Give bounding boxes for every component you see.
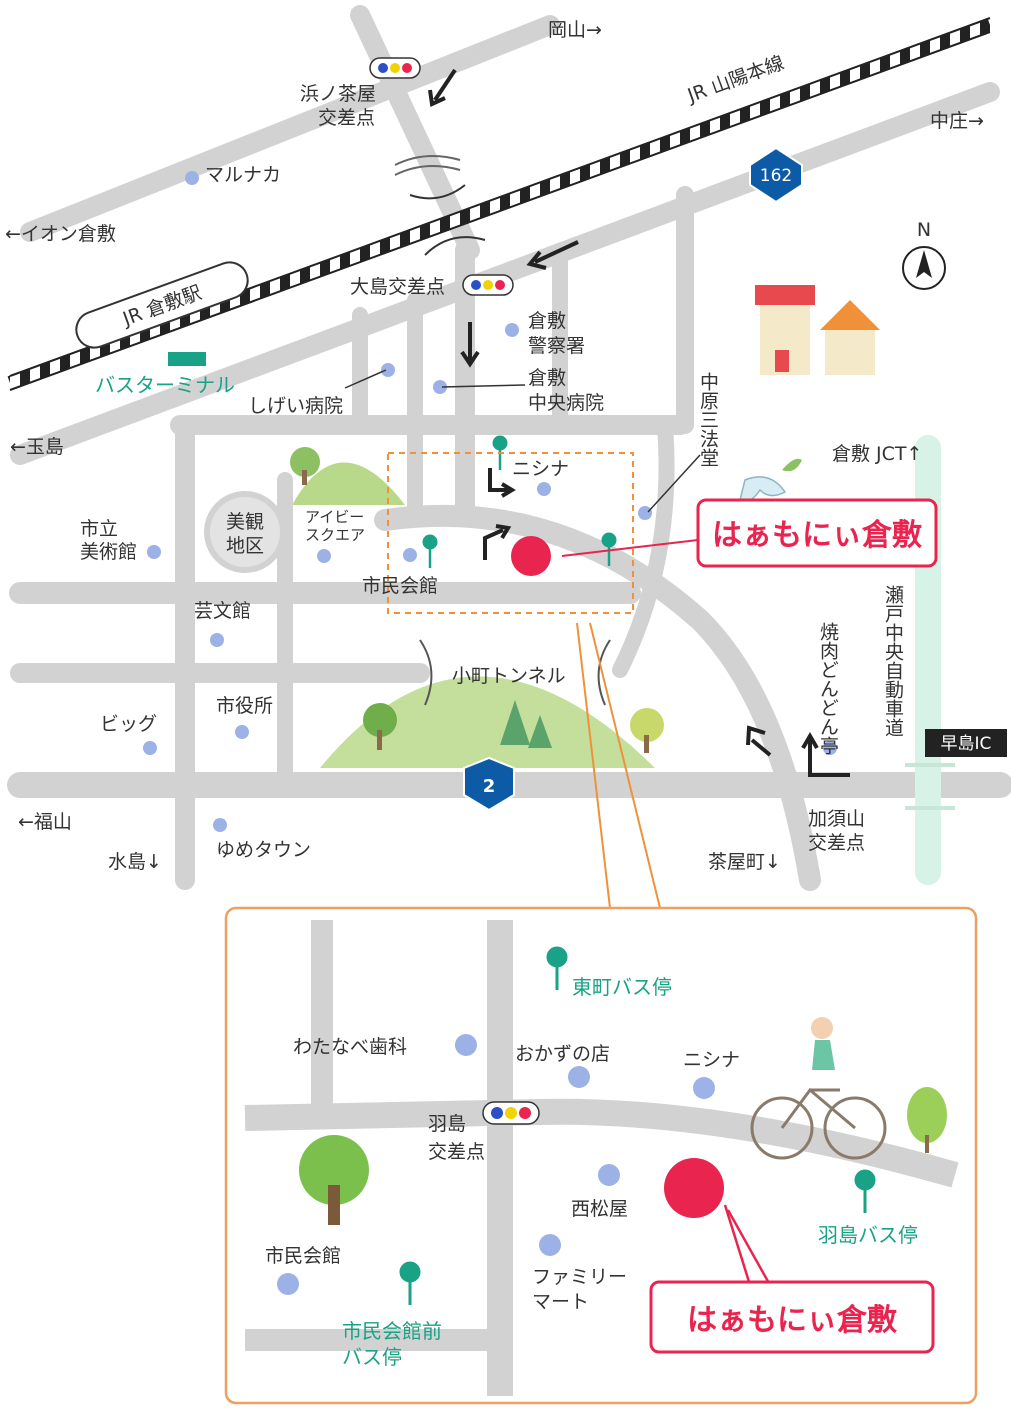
- shimin-kaikan-label: 市民会館: [362, 575, 438, 597]
- police-label-2: 警察署: [528, 335, 585, 357]
- hospital-label-2: 中央病院: [528, 392, 604, 414]
- youme-town-label: ゆめタウン: [216, 839, 311, 861]
- watanabe-dental-label: わたなべ歯科: [293, 1036, 407, 1058]
- ivy-square-label-2: スクエア: [305, 526, 365, 544]
- tree-icon: [299, 1135, 369, 1225]
- big-label: ビッグ: [100, 713, 157, 735]
- familymart-label: ファミリー: [532, 1266, 627, 1288]
- route-162-badge: 162: [749, 146, 803, 204]
- police-label: 倉敷: [528, 310, 566, 332]
- tree-icon: [630, 708, 664, 753]
- komachi-tunnel-label: 小町トンネル: [452, 665, 566, 687]
- hospital-label: 倉敷: [528, 367, 566, 389]
- museum-label: 市立: [80, 518, 118, 540]
- direction-nakasho: 中庄→: [930, 110, 984, 132]
- direction-fukuyama: ←福山: [18, 811, 72, 833]
- okazu-label: おかずの店: [515, 1043, 610, 1065]
- nishimatsuya-label: 西松屋: [571, 1198, 628, 1220]
- nakahara-sanpodo-label: 中原三法堂: [697, 372, 719, 467]
- dove-icon: [739, 458, 802, 502]
- kasuyama-label-2: 交差点: [808, 832, 865, 854]
- inset-shimin-kaikan-label: 市民会館: [265, 1245, 341, 1267]
- traffic-signal-icon: [462, 274, 514, 296]
- higashimachi-bus-label: 東町バス停: [572, 975, 672, 999]
- hamanochaya-label-2: 交差点: [318, 107, 375, 129]
- ivy-square-label: アイビー: [305, 508, 364, 526]
- route-2-label: 2: [483, 776, 496, 797]
- zoom-area-box: [387, 452, 634, 614]
- traffic-signal-icon: [482, 1101, 540, 1125]
- tree-icon: [290, 447, 320, 485]
- direction-mizushima: 水島↓: [108, 851, 162, 873]
- destination-callout: [696, 498, 938, 568]
- direction-okayama: 岡山→: [548, 19, 602, 41]
- traffic-signal-icon: [369, 57, 421, 79]
- tree-icon: [907, 1087, 947, 1153]
- hashima-bus-label: 羽島バス停: [818, 1223, 918, 1247]
- bikan-label: 美観: [226, 511, 264, 533]
- house-icon: [820, 300, 880, 375]
- bikan-district-circle: [204, 491, 286, 573]
- museum-label-2: 美術館: [80, 541, 137, 563]
- oshima-crossing-label: 大島交差点: [350, 276, 445, 298]
- direction-tamashima: ←玉島: [10, 436, 64, 458]
- bus-terminal-label: バスターミナル: [95, 373, 235, 397]
- inset-nishina-label: ニシナ: [683, 1049, 740, 1071]
- hayashima-ic-label: 早島IC: [941, 734, 992, 754]
- bus-stop-pin-icon: [399, 946, 876, 1305]
- hill-lower: [320, 676, 655, 768]
- hamanochaya-label: 浜ノ茶屋: [300, 83, 376, 105]
- tree-icon: [500, 700, 552, 748]
- hayashima-ic-badge: [925, 729, 1007, 757]
- inset-poi-dots: [277, 1034, 715, 1295]
- shimin-bus-label-2: バス停: [342, 1345, 402, 1369]
- kasuyama-label: 加須山: [808, 808, 865, 830]
- inset-roads: [244, 920, 959, 1396]
- destination-callout: [649, 1280, 935, 1354]
- direction-arrow-icon: [428, 68, 850, 777]
- destination-label: はぁもにぃ倉敷: [712, 518, 923, 553]
- shiyakusho-label: 市役所: [216, 695, 273, 717]
- route-2-badge: 2: [463, 756, 515, 812]
- familymart-label-2: マート: [532, 1291, 589, 1313]
- north-label: N: [917, 219, 931, 241]
- geibunkan-label: 芸文館: [194, 600, 251, 622]
- direction-aeon: ←イオン倉敷: [5, 223, 116, 245]
- hashima-crossing-label: 羽島: [428, 1113, 466, 1135]
- north-arrow-icon: N: [902, 219, 946, 290]
- shigei-hospital-label: しげい病院: [248, 395, 343, 417]
- bus-terminal-marker: [168, 352, 206, 366]
- roads: [7, 5, 1011, 891]
- yakiniku-label: 焼肉どんどん亭: [817, 622, 839, 755]
- house-icon: [755, 285, 815, 375]
- nishina-label: ニシナ: [512, 458, 569, 480]
- bicycle-rider-icon: [750, 1017, 887, 1160]
- poi-dots: [143, 171, 837, 832]
- direction-chayamachi: 茶屋町↓: [708, 851, 781, 873]
- hashima-crossing-label-2: 交差点: [428, 1141, 485, 1163]
- direction-kurashiki-jct: 倉敷 JCT↑: [832, 443, 922, 465]
- inset-destination-label: はぁもにぃ倉敷: [687, 1303, 898, 1338]
- expressway-label: 瀬戸中央自動車道: [882, 585, 904, 737]
- shimin-bus-label: 市民会館前: [342, 1319, 442, 1343]
- jr-kurashiki-station: JR 倉敷駅: [75, 261, 249, 349]
- marunaka-label: マルナカ: [205, 164, 281, 186]
- destination-marker-icon: [511, 536, 551, 576]
- bikan-label-2: 地区: [226, 535, 264, 557]
- route-162-label: 162: [760, 166, 792, 186]
- hill-upper: [292, 462, 405, 505]
- jr-sanyo-railway: [7, 18, 993, 390]
- destination-marker-icon: [664, 1158, 724, 1218]
- tree-icon: [363, 703, 397, 750]
